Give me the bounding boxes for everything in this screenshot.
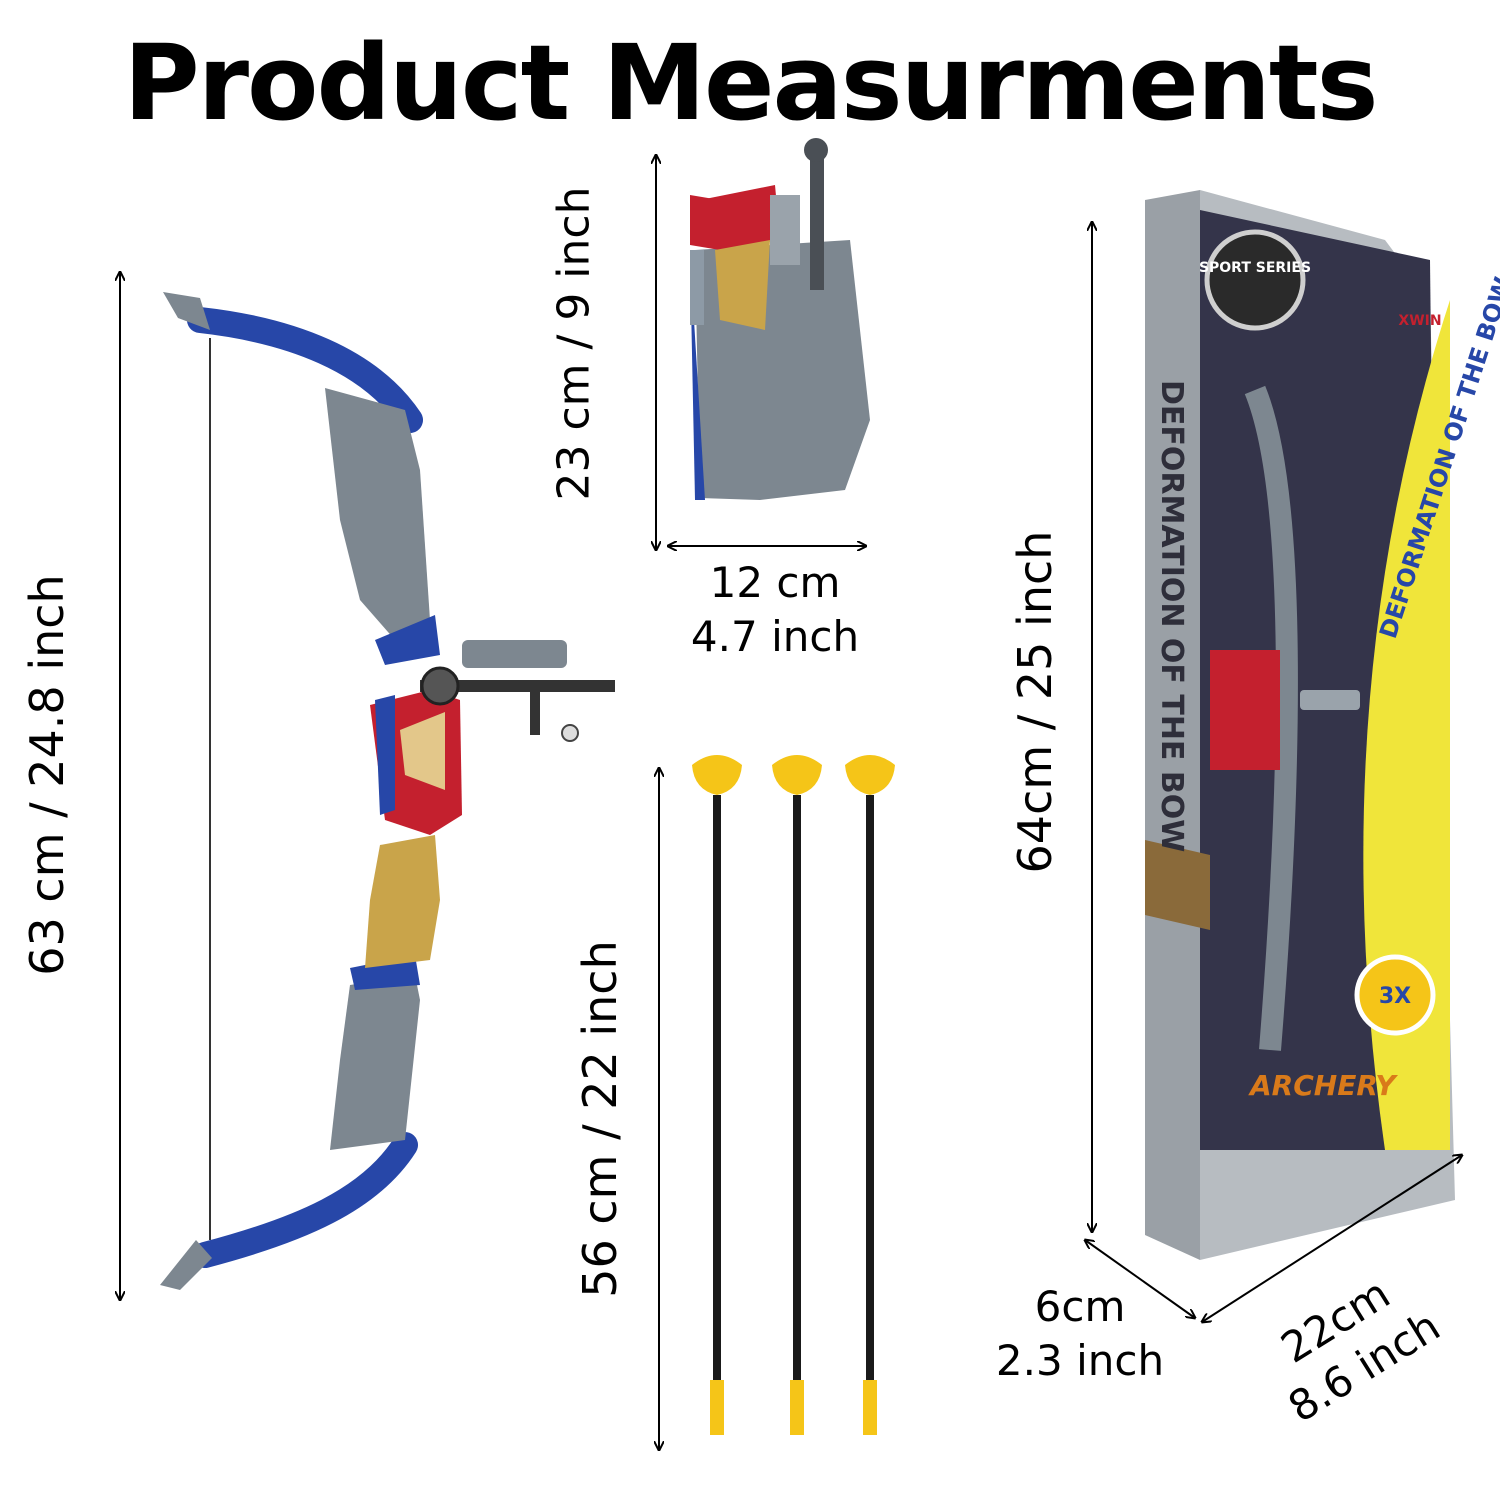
box-width-line	[1202, 1155, 1462, 1322]
box-depth-label: 6cm 2.3 inch	[975, 1280, 1185, 1388]
arrow-2	[772, 755, 822, 1435]
arrow-length-label: 56 cm / 22 inch	[573, 940, 627, 1298]
bow-lower-riser	[330, 975, 420, 1150]
quiver-width-label: 12 cm 4.7 inch	[660, 556, 890, 664]
quiver-width-cm: 12 cm	[709, 558, 841, 607]
bow-lower-limb	[192, 1132, 418, 1268]
package-box-image	[1145, 190, 1455, 1260]
arrow-1	[692, 755, 742, 1435]
bow-image	[160, 292, 615, 1290]
quiver-image	[690, 138, 870, 500]
box-depth-cm: 6cm	[1034, 1282, 1126, 1331]
box-seal-text: 3X	[1379, 984, 1411, 1009]
bow-sight-scope	[462, 640, 567, 668]
quiver-width-in: 4.7 inch	[690, 612, 860, 661]
bow-upper-riser	[325, 388, 430, 640]
bow-gold-handle	[365, 835, 440, 968]
box-depth-in: 2.3 inch	[995, 1336, 1165, 1385]
bow-upper-tip	[163, 292, 210, 330]
box-yellow-panel	[1363, 300, 1450, 1150]
box-badge	[1204, 229, 1306, 331]
bow-sight-rail	[420, 680, 615, 692]
bow-lower-tip	[160, 1240, 212, 1290]
box-brand-text: XWIN	[1398, 313, 1441, 329]
box-side	[1145, 190, 1200, 1260]
bow-height-label: 63 cm / 24.8 inch	[20, 574, 74, 976]
arrow-3	[845, 755, 895, 1435]
box-bottom-text: ARCHERY	[1248, 1069, 1398, 1102]
box-side-text: DEFORMATION OF THE BOW	[1154, 380, 1189, 852]
box-badge-text: SPORT SERIES	[1199, 260, 1311, 276]
page-title: Product Measurments	[123, 22, 1378, 144]
quiver-height-label: 23 cm / 9 inch	[548, 186, 600, 501]
box-height-label: 64cm / 25 inch	[1008, 530, 1062, 874]
bow-upper-limb	[187, 307, 423, 433]
box-depth-line	[1085, 1240, 1195, 1318]
